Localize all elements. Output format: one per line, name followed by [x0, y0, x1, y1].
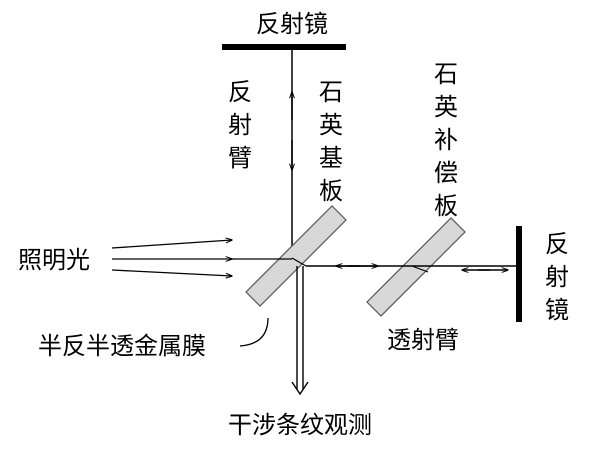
- vertical-char: 臂: [228, 144, 252, 172]
- vertical-char: 补: [434, 126, 458, 154]
- illum-beam-3: [111, 269, 232, 276]
- vertical-char: 板: [434, 192, 458, 220]
- splitter-refraction: [291, 257, 307, 267]
- compensator-refraction: [411, 265, 429, 273]
- quartz-compensator-label: 石英补偿板: [434, 60, 458, 220]
- top-mirror: [222, 44, 346, 50]
- right-mirror-label: 反射镜: [545, 230, 569, 324]
- vertical-char: 英: [434, 93, 458, 121]
- svg-text:反射镜: 反射镜: [545, 230, 569, 324]
- svg-text:反射臂: 反射臂: [228, 78, 252, 172]
- output-arrow-head: [291, 381, 309, 396]
- vertical-char: 石: [319, 78, 343, 106]
- vertical-char: 偿: [434, 159, 458, 187]
- half-mirror-leader: [239, 317, 269, 347]
- illumination-label: 照明光: [18, 246, 90, 274]
- right-mirror: [516, 226, 522, 322]
- vertical-char: 基: [319, 144, 343, 172]
- top-mirror-label: 反射镜: [256, 10, 328, 38]
- vertical-char: 射: [228, 111, 252, 139]
- fringe-observation-label: 干涉条纹观测: [228, 411, 372, 439]
- reflect-arm-label: 反射臂: [228, 78, 252, 172]
- svg-text:石英补偿板: 石英补偿板: [434, 60, 458, 220]
- half-mirror-film-label: 半反半透金属膜: [38, 332, 206, 360]
- illum-beam-1: [111, 240, 232, 249]
- vertical-char: 石: [434, 60, 458, 88]
- quartz-substrate-label: 石英基板: [319, 78, 343, 205]
- vertical-char: 板: [319, 177, 343, 205]
- vertical-char: 反: [545, 230, 569, 258]
- transmit-arm-label: 透射臂: [387, 326, 459, 354]
- vertical-char: 镜: [545, 296, 569, 324]
- vertical-char: 英: [319, 111, 343, 139]
- svg-text:石英基板: 石英基板: [319, 78, 343, 205]
- vertical-char: 反: [228, 78, 252, 106]
- beam-splitter-plate: [245, 205, 347, 307]
- vertical-char: 射: [545, 263, 569, 291]
